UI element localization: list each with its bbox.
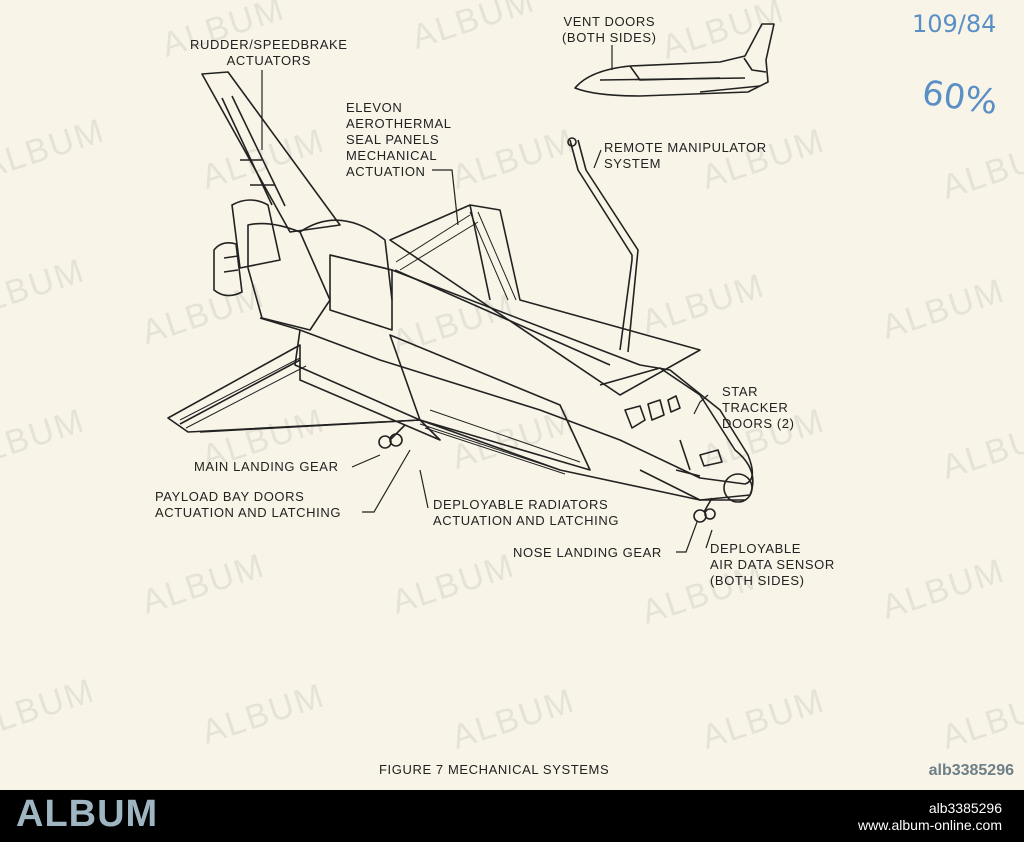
label-elevon-seal-panels: ELEVON AEROTHERMAL SEAL PANELS MECHANICA… bbox=[346, 100, 452, 179]
shuttle-drawing bbox=[167, 23, 775, 553]
leader-payload bbox=[362, 449, 411, 513]
leader-lines bbox=[261, 45, 713, 553]
figure-caption: FIGURE 7 MECHANICAL SYSTEMS bbox=[379, 762, 610, 777]
leader-elevon bbox=[432, 169, 459, 226]
label-vent-doors: VENT DOORS (BOTH SIDES) bbox=[562, 14, 657, 45]
album-logo[interactable]: ALBUM bbox=[16, 793, 159, 835]
remote-manipulator-arm bbox=[569, 139, 639, 353]
stock-id: alb3385296 bbox=[928, 762, 1014, 779]
handwritten-number: 109/84 bbox=[912, 10, 997, 38]
label-air-data-sensor: DEPLOYABLE AIR DATA SENSOR (BOTH SIDES) bbox=[710, 541, 835, 588]
leader-air-data bbox=[705, 529, 713, 549]
leader-nose-gear bbox=[676, 521, 698, 553]
footer-image-id: alb3385296 bbox=[928, 800, 1002, 816]
leader-radiators bbox=[419, 469, 429, 509]
paper-sheet bbox=[0, 0, 1024, 790]
label-main-landing-gear: MAIN LANDING GEAR bbox=[194, 459, 339, 474]
vertical-tail bbox=[201, 71, 341, 233]
payload-bay-door-right bbox=[389, 334, 591, 471]
label-remote-manipulator: REMOTE MANIPULATOR SYSTEM bbox=[604, 140, 767, 171]
leader-rms bbox=[593, 149, 602, 169]
label-payload-bay-doors: PAYLOAD BAY DOORS ACTUATION AND LATCHING bbox=[155, 489, 342, 520]
footer-bar: ALBUM alb3385296 www.album-online.com bbox=[0, 790, 1024, 842]
label-deployable-radiators: DEPLOYABLE RADIATORS ACTUATION AND LATCH… bbox=[433, 497, 620, 528]
hatching bbox=[179, 211, 581, 475]
nose-landing-gear-drawing bbox=[693, 497, 716, 523]
side-view-shuttle bbox=[574, 23, 775, 97]
label-star-tracker: STAR TRACKER DOORS (2) bbox=[722, 384, 795, 431]
fuselage bbox=[259, 254, 754, 485]
label-rudder-speedbrake: RUDDER/SPEEDBRAKE ACTUATORS bbox=[190, 37, 348, 68]
main-landing-gear-drawing bbox=[378, 424, 406, 449]
label-nose-landing-gear: NOSE LANDING GEAR bbox=[513, 545, 662, 560]
footer-url[interactable]: www.album-online.com bbox=[858, 817, 1002, 833]
leader-star bbox=[693, 394, 709, 415]
leader-main-gear bbox=[351, 454, 381, 468]
